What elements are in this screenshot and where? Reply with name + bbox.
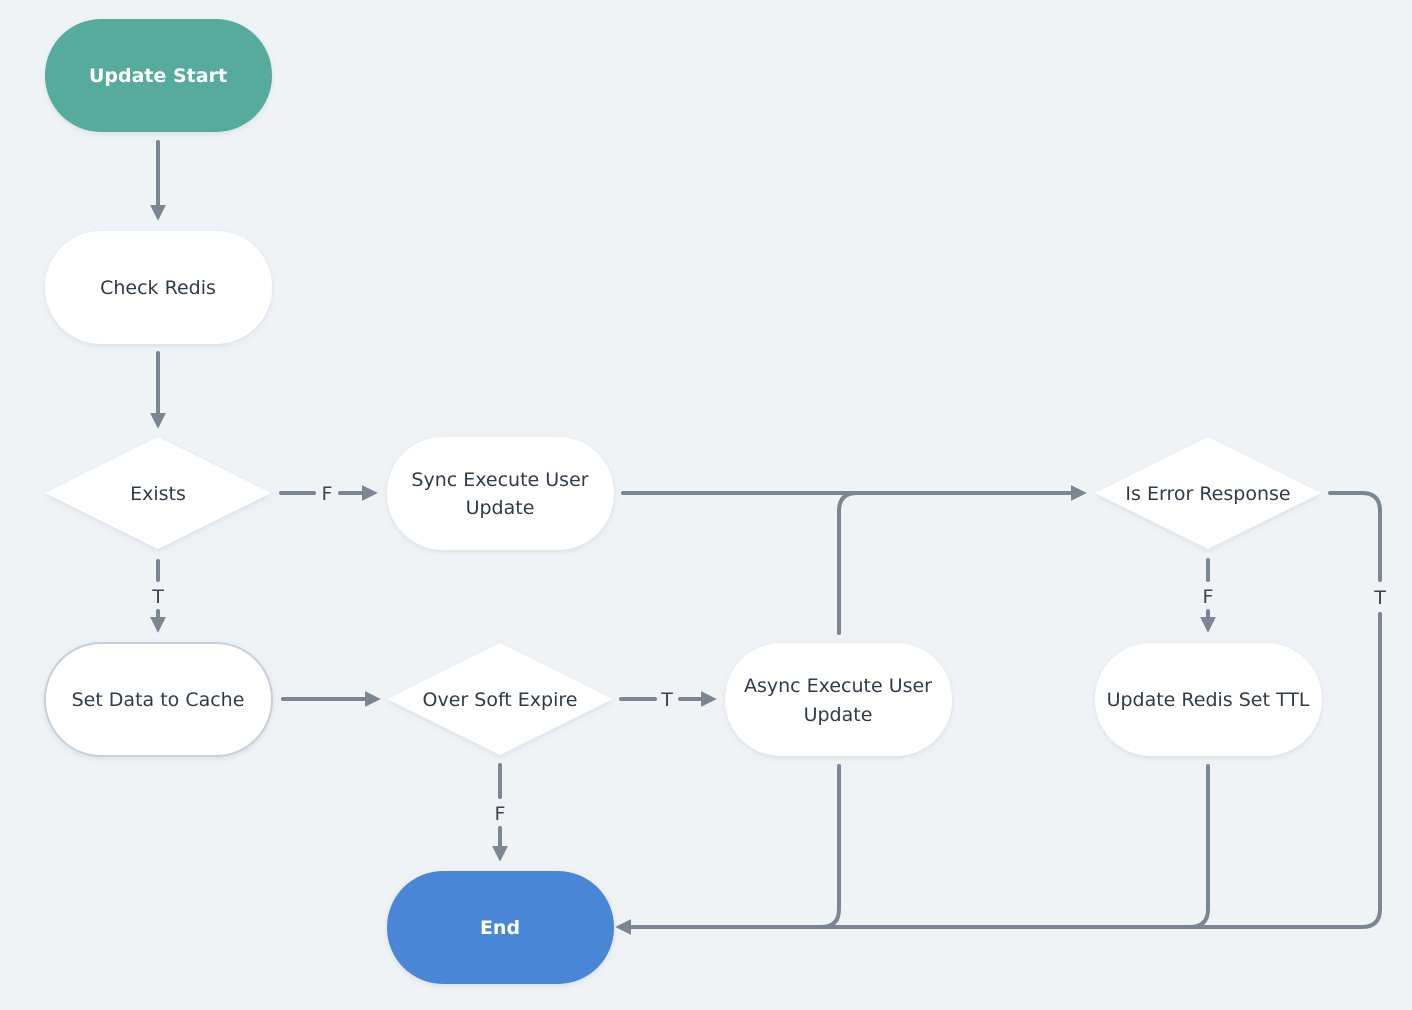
label-softexpire-false: F (495, 803, 506, 825)
label-error-false: F (1203, 586, 1214, 608)
node-end-label: End (480, 917, 520, 939)
edge-ttl-to-end (1188, 764, 1210, 929)
node-check-redis-label: Check Redis (100, 277, 216, 299)
node-over-soft-expire[interactable]: Over Soft Expire (387, 643, 613, 755)
label-exists-true: T (151, 586, 164, 608)
node-is-error-response-label: Is Error Response (1125, 483, 1290, 505)
label-exists-false: F (322, 483, 333, 505)
node-set-data-cache[interactable]: Set Data to Cache (44, 642, 273, 757)
node-async-execute-label-line1: Async Execute User (744, 675, 932, 697)
edge-async-to-error (837, 491, 859, 635)
node-sync-execute[interactable]: Sync Execute User Update (387, 437, 614, 550)
node-exists-label: Exists (130, 483, 186, 505)
node-update-redis-ttl-label: Update Redis Set TTL (1107, 689, 1310, 711)
node-over-soft-expire-label: Over Soft Expire (423, 689, 578, 711)
node-is-error-response[interactable]: Is Error Response (1095, 437, 1321, 549)
edge-labels: F T T F F T (151, 483, 1386, 825)
node-sync-execute-label-line1: Sync Execute User (411, 469, 588, 491)
edge-error-to-end-right-lower (615, 612, 1382, 935)
edge-async-to-end (819, 764, 841, 929)
node-update-redis-ttl[interactable]: Update Redis Set TTL (1095, 643, 1322, 756)
label-error-true: T (1373, 587, 1386, 609)
edge-error-to-end-right (1328, 491, 1382, 582)
node-async-execute-label-line2: Update (804, 704, 873, 726)
label-softexpire-true: T (660, 689, 673, 711)
node-update-start-label: Update Start (89, 65, 227, 87)
node-end[interactable]: End (387, 871, 614, 984)
node-sync-execute-label-line2: Update (466, 497, 535, 519)
node-exists[interactable]: Exists (45, 437, 271, 549)
connectors (150, 140, 1382, 935)
node-async-execute[interactable]: Async Execute User Update (725, 643, 952, 756)
node-check-redis[interactable]: Check Redis (45, 231, 272, 344)
node-update-start[interactable]: Update Start (45, 19, 272, 132)
node-set-data-cache-label: Set Data to Cache (72, 689, 245, 711)
